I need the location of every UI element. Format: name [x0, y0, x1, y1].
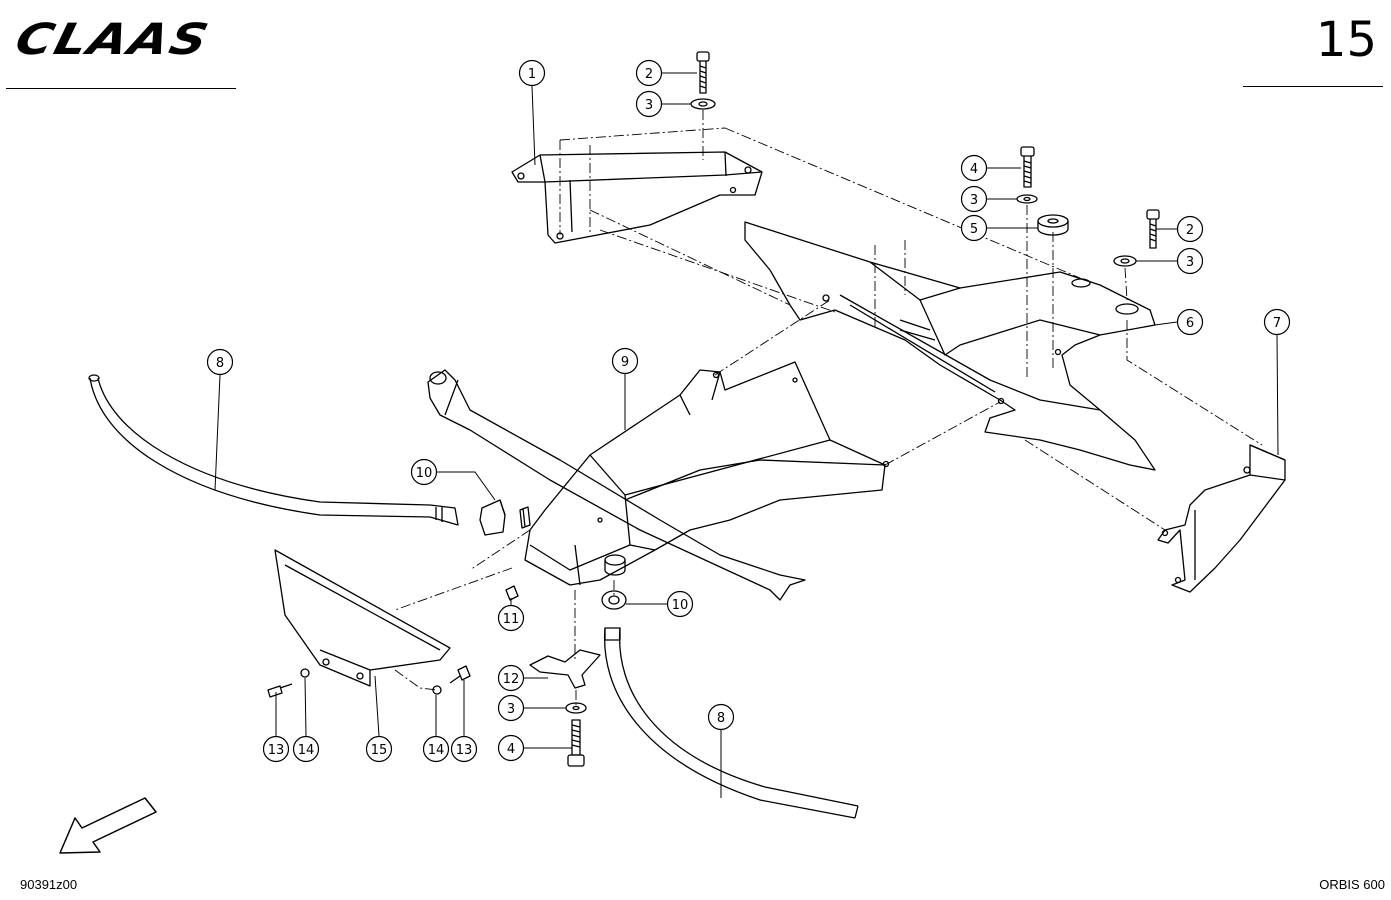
callout-10-left — [410, 458, 438, 486]
model-name: ORBIS 600 — [1319, 877, 1385, 892]
part-12-clip — [529, 649, 601, 689]
callout-7 — [1263, 308, 1291, 336]
bolt-4-lower — [567, 719, 585, 767]
callout-label-13-right: 13 — [456, 743, 473, 758]
assembly-lines — [394, 110, 1263, 705]
part-1-bracket — [511, 151, 763, 244]
callout-3-right — [960, 185, 988, 213]
callout-label-14-left: 14 — [298, 743, 315, 758]
callout-label-8-lower: 8 — [717, 711, 725, 726]
washer-3-right — [1016, 194, 1038, 204]
callout-15 — [365, 735, 393, 763]
callout-label-5: 5 — [970, 222, 978, 237]
callout-label-3-top: 3 — [645, 98, 653, 113]
leader-lines — [214, 72, 1279, 798]
callout-3-far-right — [1176, 247, 1204, 275]
callout-label-8-left: 8 — [216, 356, 224, 371]
callout-label-10-lower: 10 — [672, 598, 689, 613]
callout-label-3-right: 3 — [970, 193, 978, 208]
part-8-hose-left — [88, 374, 459, 526]
callout-8-left — [206, 348, 234, 376]
callout-label-9: 9 — [621, 355, 629, 370]
callout-label-10-left: 10 — [416, 466, 433, 481]
callout-label-6: 6 — [1186, 316, 1194, 331]
callout-label-12: 12 — [503, 672, 520, 687]
washer-3-top — [690, 98, 716, 110]
part-10-nut-lower — [601, 590, 627, 610]
direction-arrow-icon — [59, 797, 157, 854]
callout-label-4-lower: 4 — [507, 742, 515, 757]
callout-label-4-right: 4 — [970, 162, 978, 177]
callout-4-lower — [497, 734, 525, 762]
callout-label-7: 7 — [1273, 316, 1281, 331]
callouts — [206, 59, 1291, 763]
callout-2-top — [635, 59, 663, 87]
callout-13-left — [262, 735, 290, 763]
callout-13-right — [450, 735, 478, 763]
callout-label-2-right: 2 — [1186, 223, 1194, 238]
callout-label-2-top: 2 — [645, 67, 653, 82]
callout-label-11: 11 — [503, 612, 520, 627]
bolt-2-right — [1146, 209, 1160, 249]
callout-14-left — [292, 735, 320, 763]
callout-label-3-lower: 3 — [507, 702, 515, 717]
bolt-2-top — [696, 51, 710, 94]
callout-4-right — [960, 154, 988, 182]
callout-label-15: 15 — [371, 743, 388, 758]
part-13-screw-right — [449, 665, 471, 684]
part-14-washer-left — [300, 668, 310, 678]
callout-1 — [518, 59, 546, 87]
callout-11 — [497, 604, 525, 632]
callout-3-lower — [497, 694, 525, 722]
callout-label-14-right: 14 — [428, 743, 445, 758]
callout-label-1: 1 — [528, 67, 536, 82]
washer-3-far-right — [1113, 255, 1137, 267]
part-15-shield — [274, 549, 451, 687]
bolt-4-right — [1020, 146, 1035, 188]
callout-3-top — [635, 90, 663, 118]
callout-14-right — [422, 735, 450, 763]
callout-2-right — [1176, 215, 1204, 243]
header-rule-right — [1243, 86, 1383, 87]
callout-12 — [497, 664, 525, 692]
part-9-tank — [524, 361, 890, 586]
page-number: 15 — [1315, 12, 1377, 68]
callout-6 — [1176, 308, 1204, 336]
callout-label-13-left: 13 — [268, 743, 285, 758]
callout-10-lower — [666, 590, 694, 618]
callout-9 — [611, 347, 639, 375]
part-8-hose-lower — [603, 627, 859, 819]
callout-5 — [960, 214, 988, 242]
callout-8-lower — [707, 703, 735, 731]
drawing-number: 90391z00 — [20, 877, 78, 892]
callout-label-3-far-right: 3 — [1186, 255, 1194, 270]
part-tube-crossbar — [427, 369, 806, 601]
part-11-plug — [505, 585, 519, 601]
part-13-screw-left — [267, 683, 293, 698]
header-rule-left — [6, 88, 236, 89]
part-6-frame — [744, 221, 1156, 471]
part-14-washer-right — [432, 685, 442, 695]
part-7-side-bracket — [1157, 444, 1286, 593]
part-10-nut-left — [479, 499, 531, 536]
